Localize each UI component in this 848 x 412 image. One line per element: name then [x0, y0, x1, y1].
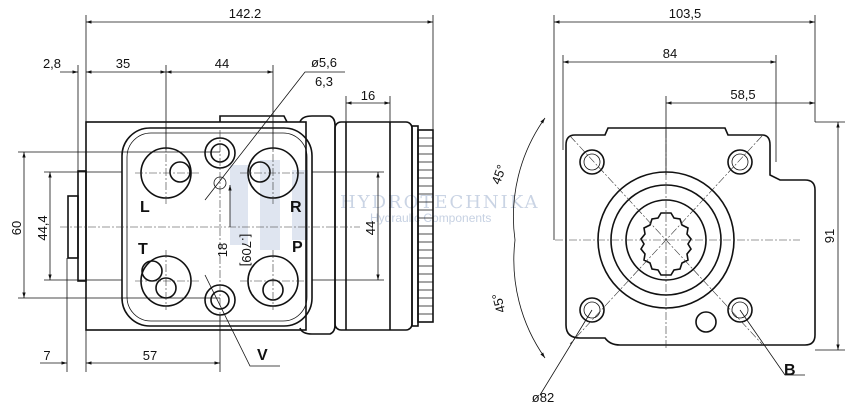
dim-hole-dia: ø5,6 — [311, 55, 337, 70]
port-label-R: R — [290, 199, 302, 216]
port-label-V: V — [257, 347, 268, 364]
dim-hole-depth: 6,3 — [315, 74, 333, 89]
port-label-P: P — [292, 239, 303, 256]
port-label-T: T — [138, 241, 148, 258]
dim-flange: 2,8 — [43, 56, 61, 71]
dim-hole-offset-in: [.709] — [239, 234, 254, 267]
dim-width: 103,5 — [669, 6, 702, 21]
housing-outline — [565, 127, 816, 346]
angle-top: 45° — [488, 163, 509, 187]
dim-bolt-spacing: 84 — [663, 46, 677, 61]
angle-bottom: 45° — [489, 292, 509, 315]
port-label-L: L — [140, 199, 150, 216]
svg-text:HYDROTECHNIKA: HYDROTECHNIKA — [340, 192, 540, 213]
dim-hole-offset: 18 — [215, 243, 230, 257]
mount-flange — [77, 170, 87, 282]
dim-offset: 58,5 — [730, 87, 755, 102]
label-b: B — [784, 362, 796, 379]
housing — [85, 121, 307, 331]
dim-height: 60 — [9, 221, 24, 235]
side-view: 142.2 2,8 35 44 ø5,6 6,3 16 60 44,4 44 1… — [9, 6, 434, 372]
dim-height: 91 — [822, 229, 837, 243]
dim-pilot: 44,4 — [35, 215, 50, 240]
dim-port-vertical: 44 — [363, 221, 378, 235]
front-view: 103,5 84 58,5 91 45° 45° ø82 B — [488, 6, 845, 405]
dim-v-offset: 57 — [143, 348, 157, 363]
bolt-holes — [579, 149, 753, 323]
dim-port-spacing: 44 — [215, 56, 229, 71]
dim-overall-length: 142.2 — [229, 6, 262, 21]
dim-stub: 7 — [43, 348, 50, 363]
dim-gear-width: 16 — [361, 88, 375, 103]
dim-pcd: ø82 — [532, 390, 554, 405]
dim-port-offset: 35 — [116, 56, 130, 71]
